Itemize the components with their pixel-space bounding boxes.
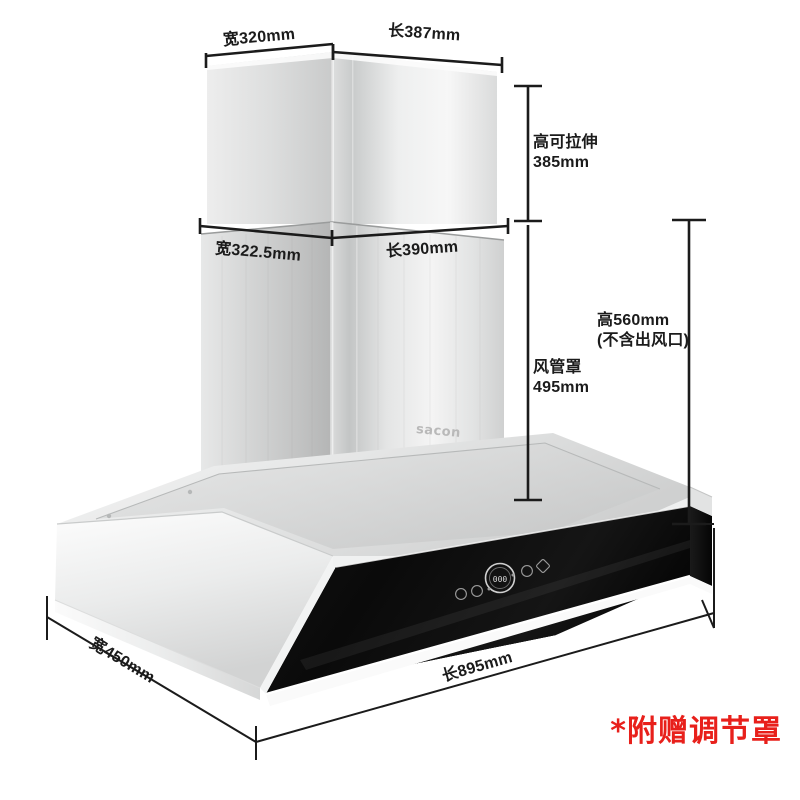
hood-body [54,433,713,706]
display-value: 000 [493,575,508,584]
label-extend-height-line2: 385mm [533,154,590,172]
label-extend-height: 高可拉伸 385mm [533,133,598,174]
label-duct-cover-line2: 495mm [533,379,590,397]
dimline-top-width [331,44,504,73]
screw-dot [106,513,112,519]
label-duct-cover-line1: 风管罩 [533,359,582,376]
speed-button[interactable] [471,585,483,597]
label-body-height-line1: 高560mm [597,312,670,329]
screw-dot [187,489,193,495]
dimline-extend-height [514,84,542,223]
dimline-duct-cover [514,225,542,502]
bonus-adapter-note: *附赠调节罩 [610,714,782,749]
dimline-body-height [672,218,706,526]
display-ring [484,562,516,594]
label-body-height-line2: (不含出风口) [597,332,690,350]
label-body-height: 高560mm (不含出风口) [597,311,689,352]
timer-button[interactable] [521,565,533,577]
indicator-dot [487,587,491,591]
dimline-lower-width [330,218,510,246]
control-panel[interactable]: 000 [455,559,550,600]
chimney-upper-section [207,52,497,224]
dimline-body-width [255,599,715,760]
light-button[interactable] [455,588,467,600]
display-inner-ring [489,567,511,589]
label-duct-cover: 风管罩 495mm [533,358,589,399]
power-button[interactable] [536,559,550,573]
dimline-right-corner-tick [689,523,715,600]
indicator-dot [511,573,515,577]
label-extend-height-line1: 高可拉伸 [533,134,598,151]
